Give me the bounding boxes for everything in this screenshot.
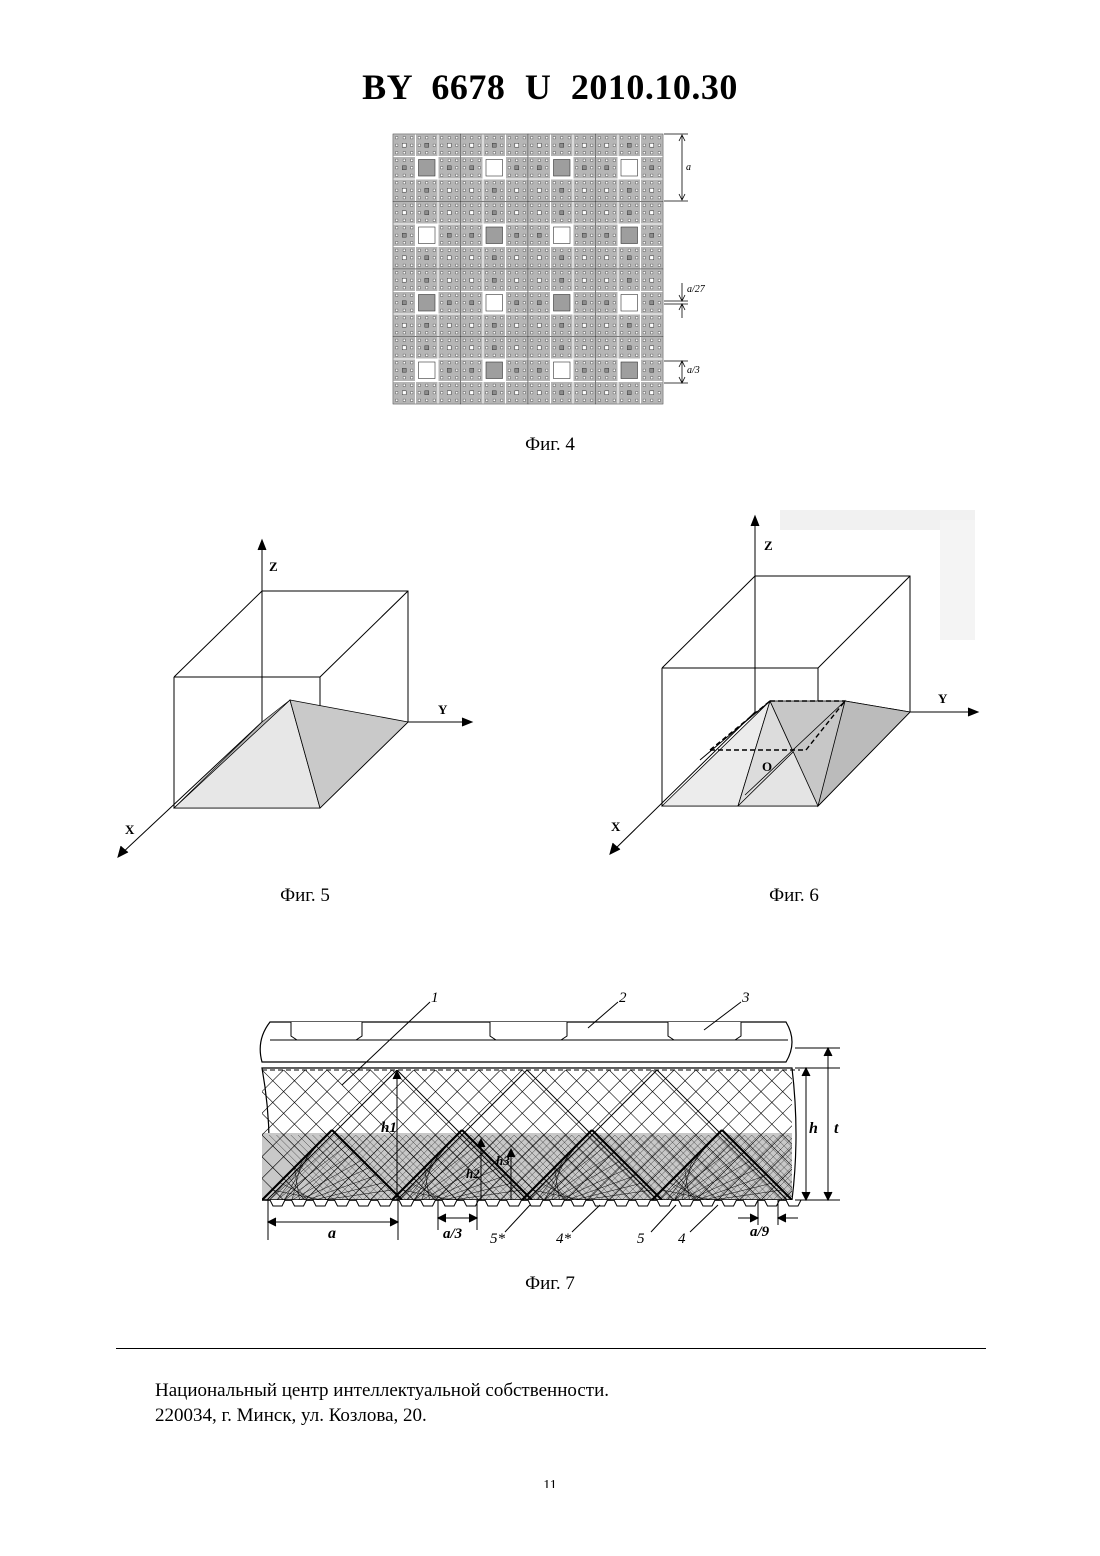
figure-5-caption: Фиг. 5 xyxy=(205,885,405,907)
fig7-callout-2: 2 xyxy=(619,990,627,1006)
figure-4-caption: Фиг. 4 xyxy=(450,434,650,456)
fig5-label-z: Z xyxy=(269,559,278,574)
footer-address-line: 220034, г. Минск, ул. Козлова, 20. xyxy=(155,1405,427,1427)
figure-5-cube-prism: Z Y X xyxy=(110,530,480,860)
fig4-label-a27: a/27 xyxy=(687,284,706,295)
fig7-label-a3: a/3 xyxy=(443,1226,463,1242)
page-number: 11 xyxy=(0,1478,1100,1488)
fig7-label-t: t xyxy=(834,1120,839,1137)
figure-6-caption: Фиг. 6 xyxy=(694,885,894,907)
footer-divider xyxy=(116,1348,986,1349)
fig7-label-h: h xyxy=(809,1120,818,1137)
fig5-label-x: X xyxy=(125,822,135,837)
fig4-dimensions xyxy=(664,134,688,383)
fig4-label-a3: a/3 xyxy=(687,365,700,376)
fig7-callout-4: 4 xyxy=(678,1231,686,1245)
fig7-callout-4s: 4* xyxy=(556,1231,572,1245)
fig5-label-y: Y xyxy=(438,702,448,717)
figure-7-cross-section: 1 2 3 h1 h2 h3 h t a a/3 5* 4* 5 4 a/9 xyxy=(250,985,850,1245)
fig6-label-x: X xyxy=(611,819,621,834)
fig7-label-h3: h3 xyxy=(496,1153,510,1168)
fig7-label-h2: h2 xyxy=(466,1166,480,1181)
fig7-label-a9: a/9 xyxy=(750,1224,770,1240)
fig7-label-a: a xyxy=(328,1225,336,1242)
fig7-callout-5: 5 xyxy=(637,1231,645,1245)
figure-4-fractal-tiling: a a/27 a/3 xyxy=(380,126,720,416)
fig4-label-a: a xyxy=(686,162,691,173)
fig7-label-h1: h1 xyxy=(381,1120,397,1136)
fig7-callout-1: 1 xyxy=(431,990,439,1006)
figure-6-cube-double-prism: Z Y X O xyxy=(600,505,990,865)
fig6-label-o: O xyxy=(762,759,772,774)
figure-7-caption: Фиг. 7 xyxy=(450,1273,650,1295)
fig7-callout-3: 3 xyxy=(741,990,750,1006)
fig4-grid xyxy=(393,134,663,404)
fig6-label-y: Y xyxy=(938,691,948,706)
footer-publisher-line: Национальный центр интеллектуальной собс… xyxy=(155,1380,609,1402)
fig6-label-z: Z xyxy=(764,538,773,553)
patent-header-title: BY 6678 U 2010.10.30 xyxy=(0,66,1100,108)
fig7-callout-5s: 5* xyxy=(490,1231,506,1245)
